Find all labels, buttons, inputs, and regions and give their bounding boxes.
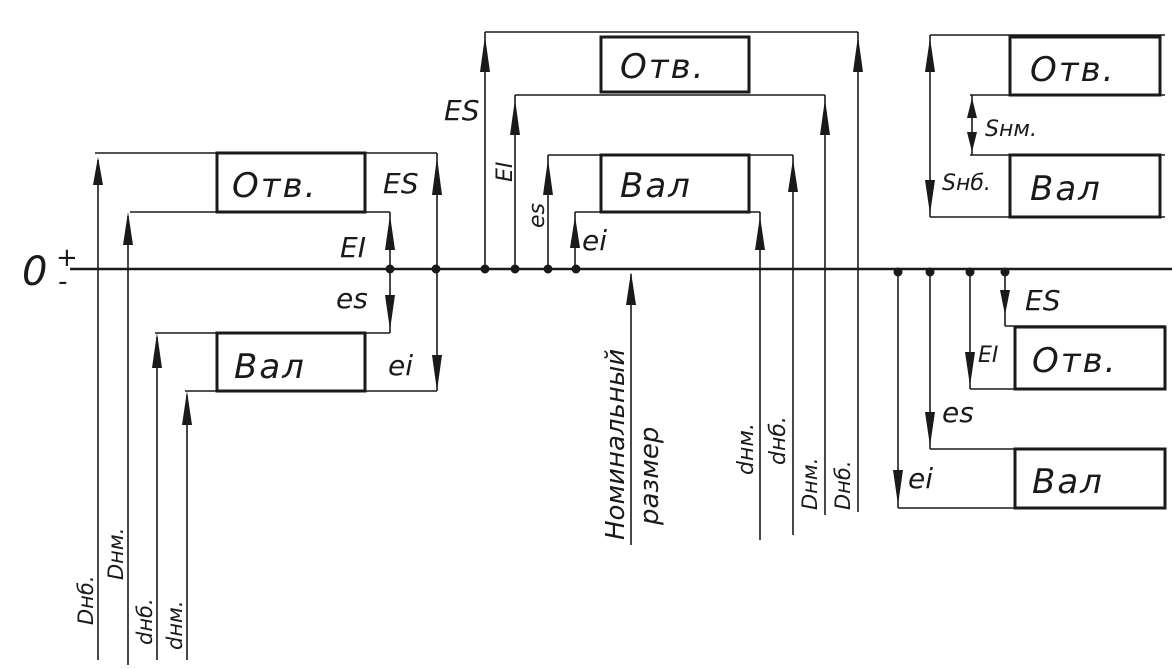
EI-label-3: EI [978, 343, 998, 368]
shaft-field-label-3b: Вал [1032, 462, 1104, 502]
D-max-label-1: Dнб. [74, 575, 98, 625]
nominal-size-label-line1: Номинальный [601, 349, 631, 540]
zero-label: 0 [22, 249, 47, 295]
ES-label-2: ES [444, 94, 479, 127]
ei-label-3: ei [908, 462, 933, 495]
d-max-label-1: dнб. [133, 598, 157, 645]
D-max-label-2: Dнб. [831, 460, 855, 510]
hole-field-label-2: Отв. [620, 47, 705, 87]
shaft-field-3a [1008, 153, 1162, 219]
ei-label-1: ei [388, 349, 413, 382]
s-max-label: Sнб. [942, 171, 991, 196]
hole-field-label-3b: Отв. [1032, 341, 1117, 381]
hole-field-2 [599, 35, 751, 94]
shaft-field-label-1: Вал [234, 347, 306, 387]
shaft-field-label-2: Вал [620, 166, 692, 206]
shaft-field-1 [215, 331, 367, 393]
hole-field-label-1: Отв. [232, 166, 317, 206]
fit-group-1: Отв. Вал ES EI es ei Dнб. Dнм. dнб. dнм. [74, 151, 442, 665]
ES-label-1: ES [383, 167, 418, 200]
fit-group-3: Отв. Вал Отв. Вал Sнм. Sнб. ES EI es ei [893, 34, 1167, 510]
D-min-label-2: Dнм. [798, 458, 822, 510]
fit-group-2: Отв. Вал ES EI es ei Номинальный размер … [444, 31, 863, 545]
es-label-3: es [942, 396, 974, 429]
d-min-label-1: dнм. [163, 600, 187, 650]
EI-label-2: EI [493, 162, 518, 182]
d-min-label-2: dнм. [734, 423, 759, 475]
shaft-field-label-3a: Вал [1030, 169, 1102, 209]
plus-sign: + [56, 243, 78, 273]
minus-sign: - [58, 267, 67, 297]
ES-label-3: ES [1025, 284, 1060, 317]
ei-label-2: ei [582, 224, 607, 257]
hole-field-3a [1008, 35, 1162, 97]
EI-label-1: EI [340, 231, 366, 264]
shaft-field-2 [599, 153, 751, 214]
es-label-1: es [336, 282, 368, 315]
hole-field-1 [215, 151, 367, 214]
hole-field-label-3a: Отв. [1030, 50, 1115, 90]
hole-field-3b [1013, 325, 1167, 391]
s-min-label: Sнм. [985, 117, 1037, 142]
es-label-2: es [525, 203, 550, 228]
d-max-label-2: dнб. [766, 416, 791, 465]
shaft-field-3b [1013, 447, 1167, 510]
D-min-label-1: Dнм. [104, 528, 128, 580]
nominal-size-label-line2: размер [635, 427, 665, 526]
